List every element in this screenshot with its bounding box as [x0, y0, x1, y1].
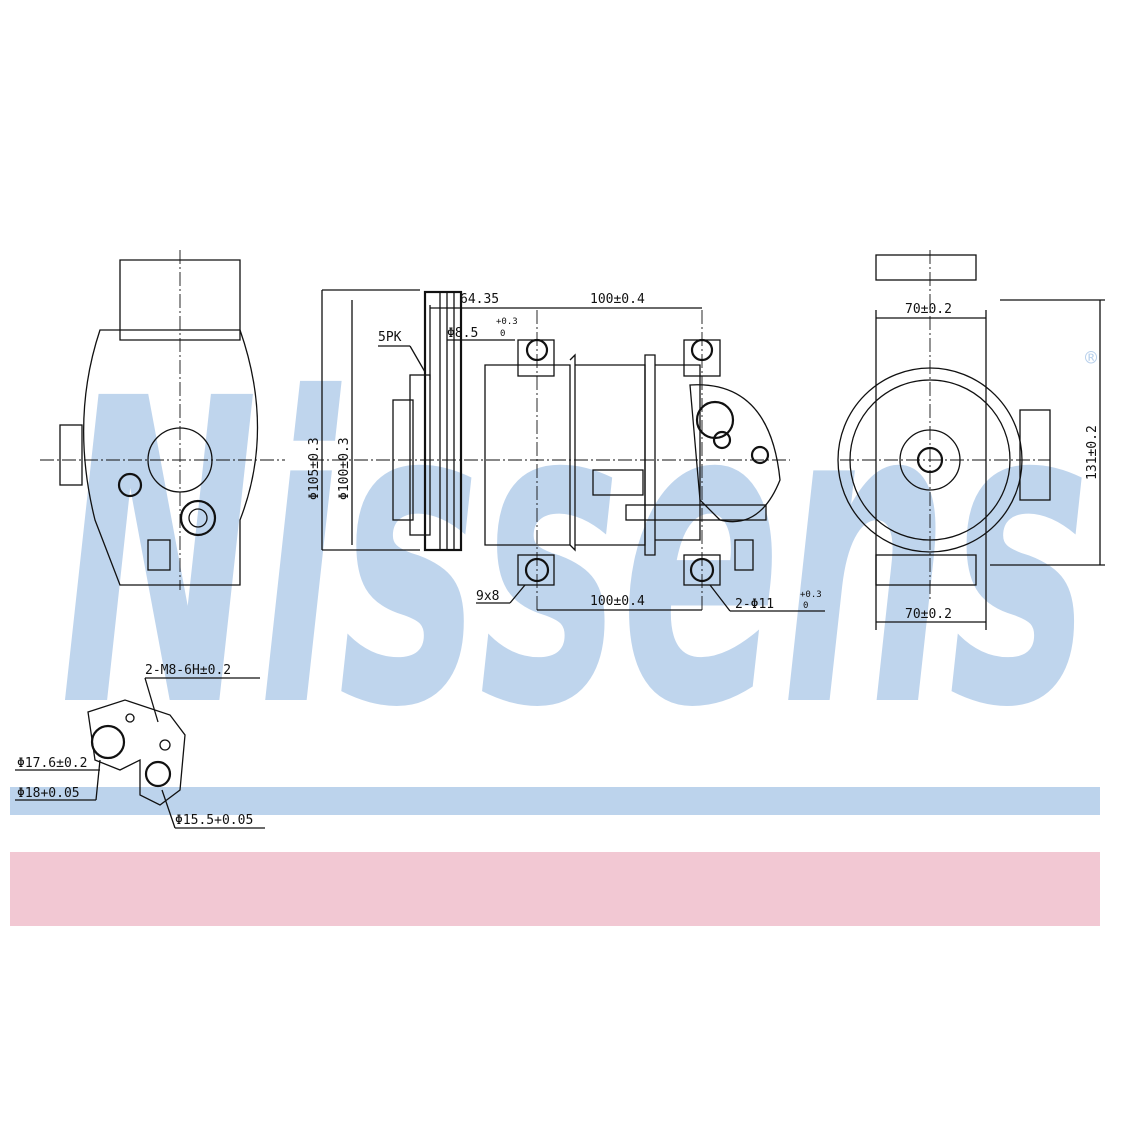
- flange-detail: [15, 677, 265, 829]
- dim-pulley: 5PK: [378, 330, 402, 345]
- dim-top-hole: Φ8.5: [447, 326, 478, 341]
- pink-band: [10, 852, 1100, 926]
- left-end-view: [40, 250, 285, 590]
- dim-bottom-holes-tol-upper: +0.3: [800, 590, 822, 600]
- dim-flange-port-2: Φ18+0.05: [17, 786, 80, 801]
- dim-top-hole-tol-lower: 0: [500, 329, 505, 339]
- dim-slot: 9x8: [476, 589, 499, 604]
- right-end-view: [837, 250, 1105, 630]
- dim-flange-port-3: Φ15.5+0.05: [175, 813, 253, 828]
- dim-dia-outer: Φ105±0.3: [307, 437, 322, 500]
- dim-top-span: 100±0.4: [590, 292, 645, 307]
- dim-offset: 64.35: [460, 292, 499, 307]
- blue-band: [10, 787, 1100, 815]
- dim-dia-inner: Φ100±0.3: [337, 437, 352, 500]
- dim-bottom-span: 100±0.4: [590, 594, 645, 609]
- side-view: [310, 289, 825, 612]
- dim-flange-port-1: Φ17.6±0.2: [17, 756, 87, 771]
- dim-bottom-holes-tol-lower: 0: [803, 601, 808, 611]
- dim-flange-thread: 2-M8-6H±0.2: [145, 663, 231, 678]
- svg-text:®: ®: [1085, 346, 1098, 370]
- dim-bottom-holes: 2-Φ11: [735, 597, 774, 612]
- dim-right-bottom-width: 70±0.2: [905, 607, 952, 622]
- dim-top-hole-tol-upper: +0.3: [496, 317, 518, 327]
- dim-right-height: 131±0.2: [1085, 425, 1100, 480]
- dim-right-top-width: 70±0.2: [905, 302, 952, 317]
